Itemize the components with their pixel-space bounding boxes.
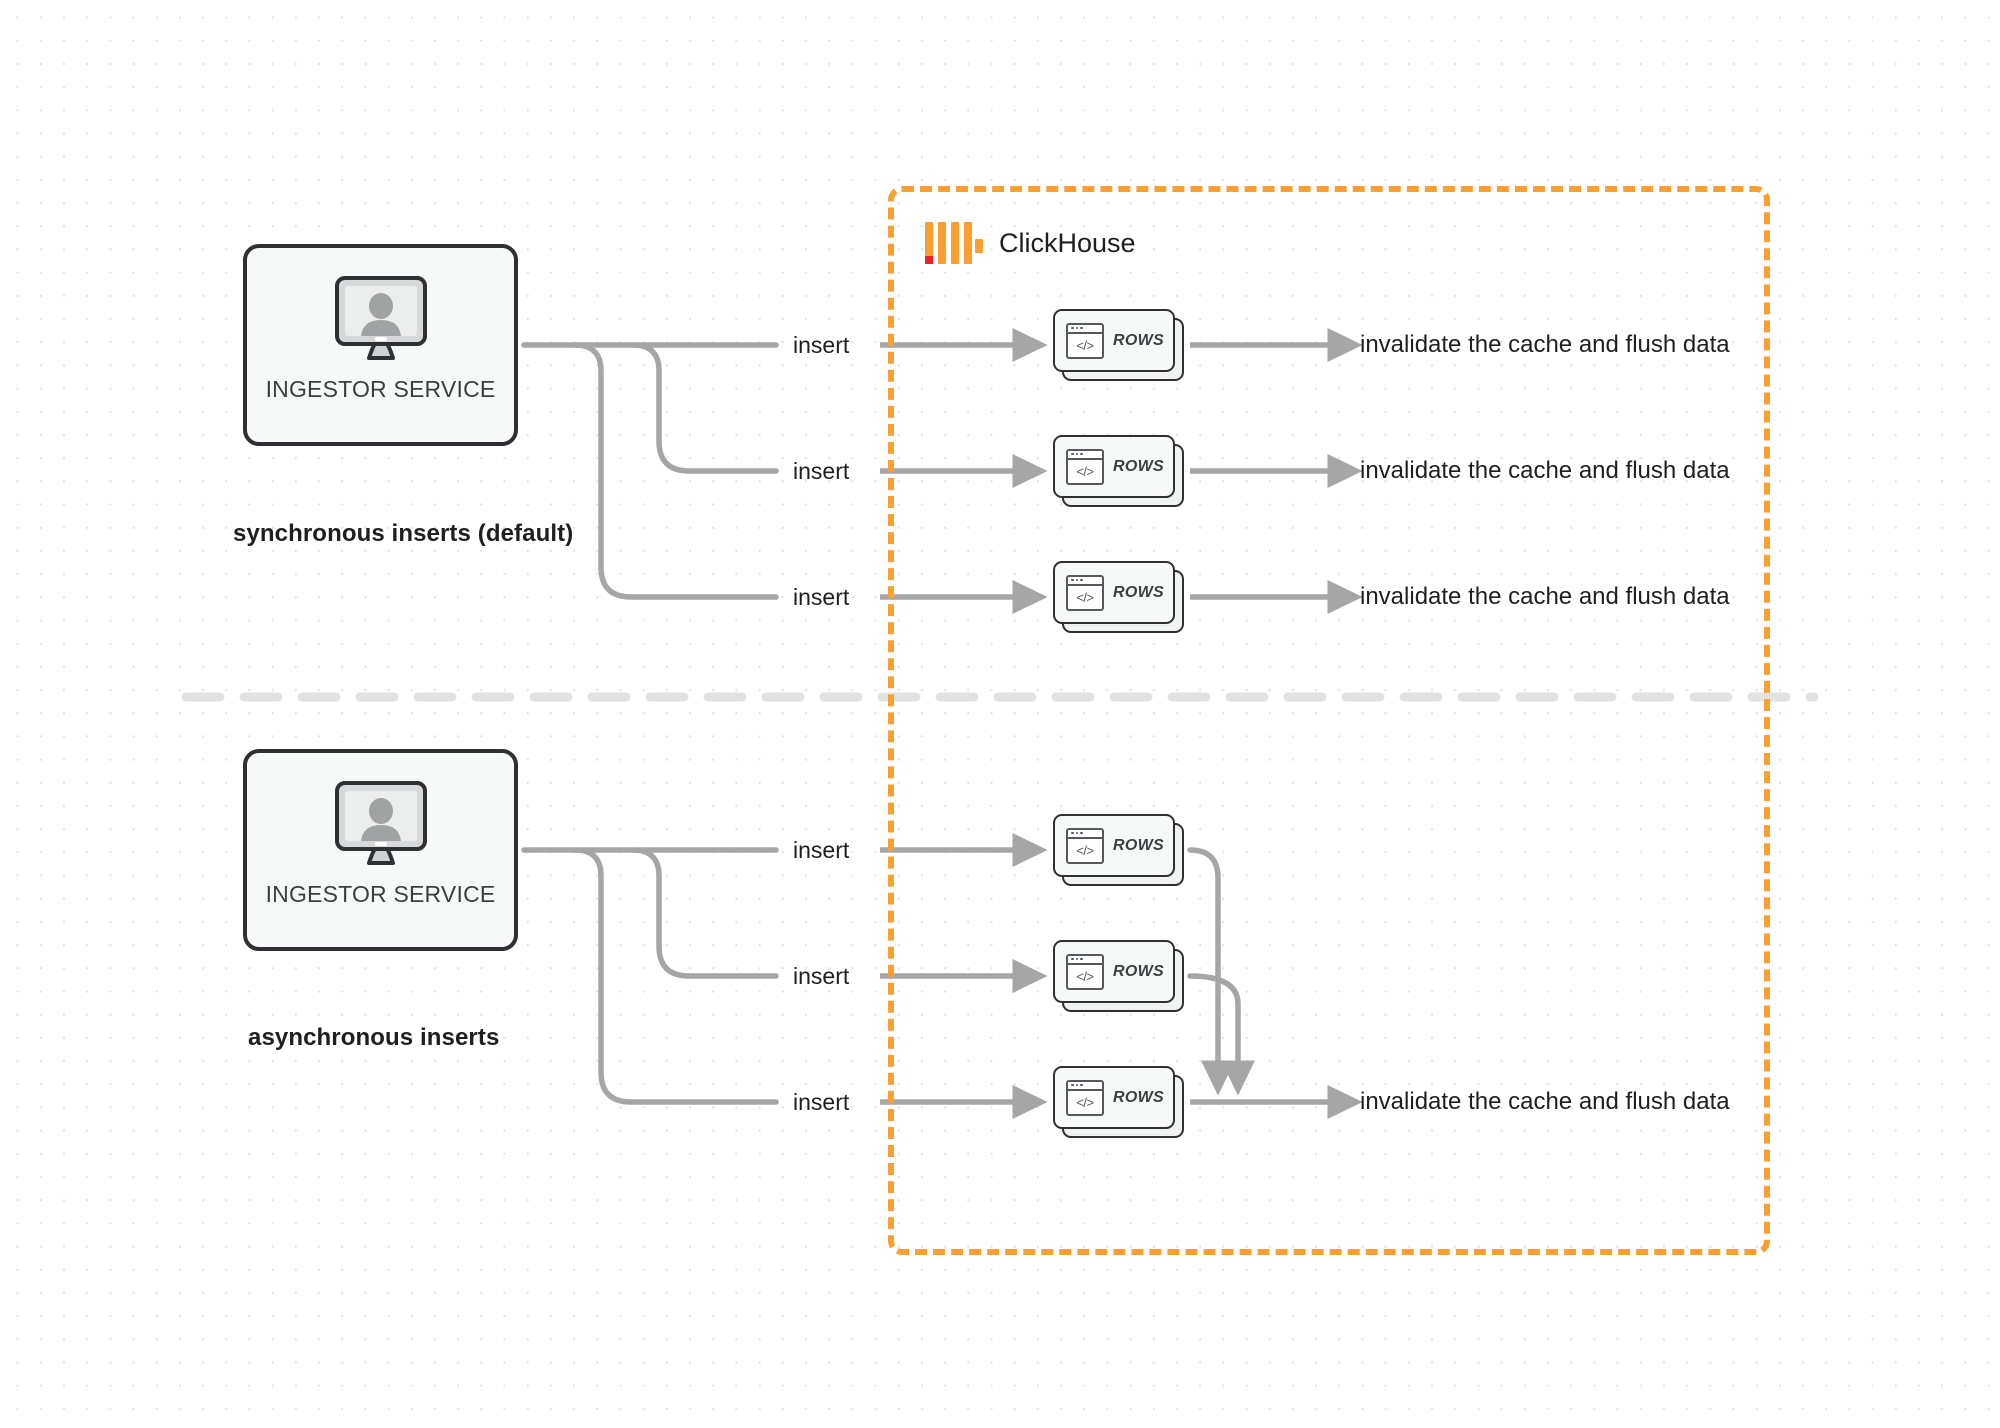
code-window-icon: </>: [1066, 322, 1104, 359]
edge-label-async-insert-2: insert: [793, 963, 850, 989]
sink-label-sync-1: invalidate the cache and flush data: [1360, 331, 1730, 358]
code-glyph: </>: [1076, 968, 1094, 984]
rows-node-label: ROWS: [1113, 1088, 1164, 1106]
code-glyph: </>: [1076, 1094, 1094, 1110]
rows-node-async-2[interactable]: </> ROWS: [1053, 940, 1184, 1012]
sink-label-sync-2: invalidate the cache and flush data: [1360, 457, 1730, 484]
code-window-icon: </>: [1066, 827, 1104, 864]
code-glyph: </>: [1076, 842, 1094, 858]
ingestor-service-sync[interactable]: INGESTOR SERVICE: [243, 244, 518, 446]
rows-node-label: ROWS: [1113, 457, 1164, 475]
clickhouse-logo-icon: [925, 222, 983, 264]
sink-label-async-merged: invalidate the cache and flush data: [1360, 1088, 1730, 1115]
rows-node-card[interactable]: </> ROWS: [1053, 435, 1175, 498]
rows-node-label: ROWS: [1113, 836, 1164, 854]
edge-label-async-insert-3: insert: [793, 1089, 850, 1115]
rows-node-sync-1[interactable]: </> ROWS: [1053, 309, 1184, 381]
rows-node-card[interactable]: </> ROWS: [1053, 814, 1175, 877]
rows-node-label: ROWS: [1113, 583, 1164, 601]
edge-label-async-insert-1: insert: [793, 837, 850, 863]
rows-node-sync-3[interactable]: </> ROWS: [1053, 561, 1184, 633]
code-glyph: </>: [1076, 337, 1094, 353]
ingestor-service-async-label: INGESTOR SERVICE: [265, 881, 496, 907]
code-window-icon: </>: [1066, 1079, 1104, 1116]
clickhouse-group-label: ClickHouse: [999, 227, 1136, 258]
sink-label-sync-3: invalidate the cache and flush data: [1360, 583, 1730, 610]
monitor-user-icon: [333, 276, 429, 362]
code-window-icon: </>: [1066, 574, 1104, 611]
rows-node-card[interactable]: </> ROWS: [1053, 1066, 1175, 1129]
rows-node-label: ROWS: [1113, 962, 1164, 980]
rows-node-card[interactable]: </> ROWS: [1053, 309, 1175, 372]
caption-asynchronous: asynchronous inserts: [248, 1024, 500, 1051]
code-window-icon: </>: [1066, 953, 1104, 990]
edge-label-sync-insert-1: insert: [793, 332, 850, 358]
rows-node-async-3[interactable]: </> ROWS: [1053, 1066, 1184, 1138]
rows-node-sync-2[interactable]: </> ROWS: [1053, 435, 1184, 507]
edge-label-sync-insert-2: insert: [793, 458, 850, 484]
rows-node-label: ROWS: [1113, 331, 1164, 349]
clickhouse-group-header: ClickHouse: [925, 222, 1136, 264]
code-glyph: </>: [1076, 589, 1094, 605]
caption-synchronous: synchronous inserts (default): [233, 520, 574, 547]
rows-node-card[interactable]: </> ROWS: [1053, 940, 1175, 1003]
code-window-icon: </>: [1066, 448, 1104, 485]
rows-node-card[interactable]: </> ROWS: [1053, 561, 1175, 624]
monitor-user-icon: [333, 781, 429, 867]
code-glyph: </>: [1076, 463, 1094, 479]
edge-label-sync-insert-3: insert: [793, 584, 850, 610]
ingestor-service-async[interactable]: INGESTOR SERVICE: [243, 749, 518, 951]
ingestor-service-sync-label: INGESTOR SERVICE: [265, 376, 496, 402]
rows-node-async-1[interactable]: </> ROWS: [1053, 814, 1184, 886]
